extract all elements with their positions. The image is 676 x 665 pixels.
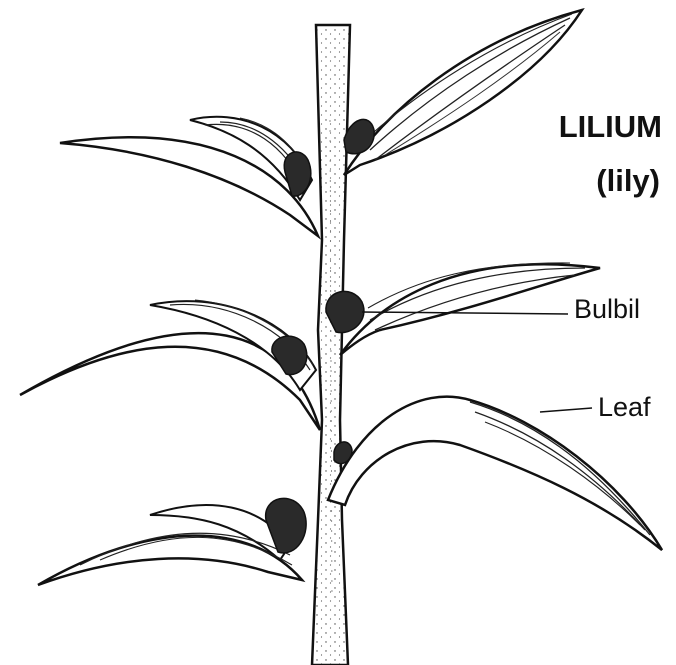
leaf-top-right (344, 10, 582, 175)
stem (312, 25, 350, 665)
leaf-middle-left (20, 300, 320, 430)
label-leaf: Leaf (598, 392, 651, 423)
leaf-leader-line (540, 408, 592, 412)
title-genus: LILIUM (559, 110, 662, 144)
leaf-bottom-left (38, 505, 302, 585)
title-common-name: (lily) (596, 164, 660, 198)
leaf-top-left (60, 117, 318, 236)
label-bulbil: Bulbil (574, 294, 640, 325)
leaf-middle-right (340, 263, 600, 355)
